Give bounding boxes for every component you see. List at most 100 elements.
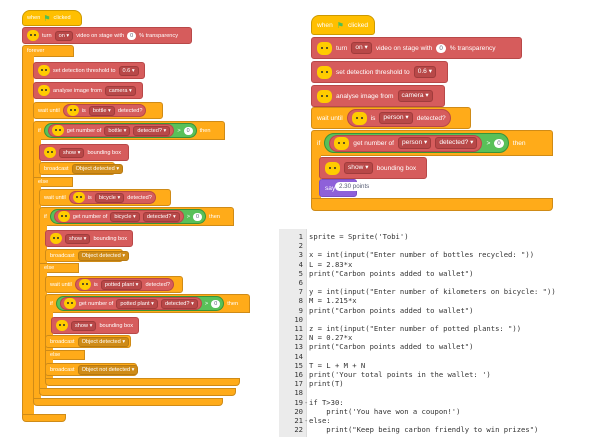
say-text-input[interactable]: 2.30 points	[335, 182, 374, 191]
threshold-dropdown[interactable]: 0.6	[118, 65, 139, 76]
code-line[interactable]: 14	[279, 352, 600, 361]
line-number: 14	[294, 351, 303, 361]
show-bounding-box-block[interactable]: show bounding box	[51, 317, 139, 334]
wait-until-block[interactable]: wait until is potted plant detected?	[45, 276, 183, 293]
video-state-dropdown[interactable]: on	[351, 42, 372, 54]
object-dropdown[interactable]: bottle	[104, 125, 131, 136]
is-detected-reporter[interactable]: is person detected?	[346, 109, 451, 127]
forever-block[interactable]: forever	[22, 45, 74, 57]
compare-value-input[interactable]: 0	[211, 299, 221, 308]
message-dropdown[interactable]: Object detected	[77, 336, 130, 347]
image-source-dropdown[interactable]: camera	[397, 90, 433, 102]
broadcast-label: broadcast	[50, 366, 75, 373]
object-dropdown[interactable]: person	[397, 137, 432, 149]
greater-than-operator[interactable]: get number of potted plant detected? > 0	[55, 296, 225, 311]
broadcast-block[interactable]: broadcast Object detected	[39, 162, 124, 175]
broadcast-block[interactable]: broadcast Object detected	[45, 249, 130, 262]
when-flag-clicked-hat[interactable]: when ⚑ clicked	[311, 15, 375, 35]
if-else-block[interactable]: if get number of potted plant detected? …	[45, 294, 250, 313]
image-source-dropdown[interactable]: camera	[104, 85, 136, 96]
code-line[interactable]: 10	[279, 315, 600, 324]
broadcast-block[interactable]: broadcast Object detected	[45, 335, 131, 348]
get-number-reporter[interactable]: get number of person detected?	[329, 134, 483, 152]
if-block[interactable]: if get number of person detected? > 0 th…	[311, 130, 553, 156]
get-number-reporter[interactable]: get number of bottle detected?	[47, 124, 175, 137]
compare-value-input[interactable]: 0	[494, 138, 504, 148]
show-hide-dropdown[interactable]: show	[65, 233, 91, 244]
wait-until-block[interactable]: wait until is person detected?	[311, 107, 471, 129]
when-flag-clicked-hat[interactable]: when ⚑ clicked	[22, 10, 82, 26]
threshold-dropdown[interactable]: 0.6	[413, 66, 437, 78]
wait-until-block[interactable]: wait until is bicycle detected?	[39, 189, 171, 206]
message-dropdown[interactable]: Object detected	[71, 163, 124, 174]
message-dropdown[interactable]: Object detected	[77, 250, 130, 261]
code-line[interactable]: 22 print("Keep being carbon friendly to …	[279, 425, 600, 434]
show-hide-dropdown[interactable]: show	[71, 320, 97, 331]
object-dropdown[interactable]: person	[379, 112, 413, 124]
video-state-dropdown[interactable]: on	[54, 30, 74, 41]
is-detected-reporter[interactable]: is bottle detected?	[62, 104, 147, 117]
is-detected-reporter[interactable]: is potted plant detected?	[74, 278, 175, 291]
show-bounding-box-block[interactable]: show bounding box	[45, 230, 133, 247]
object-dropdown[interactable]: bottle	[88, 105, 115, 116]
code-line[interactable]: 2	[279, 241, 600, 250]
fold-toggle-icon[interactable]: -	[304, 397, 309, 407]
set-threshold-block[interactable]: set detection threshold to 0.6	[311, 61, 448, 83]
set-threshold-block[interactable]: set detection threshold to 0.6	[33, 62, 145, 79]
if-else-block[interactable]: if get number of bicycle detected? > 0 t…	[39, 207, 234, 226]
code-line[interactable]: 19-if T>30:	[279, 398, 600, 407]
wait-until-block[interactable]: wait until is bottle detected?	[33, 102, 163, 119]
else-label: else	[50, 352, 61, 358]
state-dropdown[interactable]: detected?	[133, 125, 171, 136]
code-line[interactable]: 18	[279, 388, 600, 397]
code-line[interactable]: 20 print('You have won a coupon!')	[279, 407, 600, 416]
broadcast-block[interactable]: broadcast Object not detected	[45, 363, 139, 376]
code-line[interactable]: 21-else:	[279, 416, 600, 425]
code-line[interactable]: 6	[279, 278, 600, 287]
fold-toggle-icon[interactable]: -	[304, 416, 309, 425]
show-bounding-box-block[interactable]: show bounding box	[39, 144, 129, 161]
show-bounding-box-block[interactable]: show bounding box	[319, 157, 427, 179]
greater-than-operator[interactable]: get number of bottle detected? > 0	[43, 123, 197, 138]
get-number-reporter[interactable]: get number of potted plant detected?	[59, 297, 202, 310]
show-hide-dropdown[interactable]: show	[59, 147, 85, 158]
state-dropdown[interactable]: detected?	[435, 137, 478, 149]
greater-than-operator[interactable]: get number of person detected? > 0	[324, 133, 509, 153]
transparency-input[interactable]: 0	[127, 31, 137, 40]
greater-than-operator[interactable]: get number of bicycle detected? > 0	[49, 209, 207, 224]
show-hide-dropdown[interactable]: show	[344, 162, 373, 174]
state-dropdown[interactable]: detected?	[142, 211, 180, 222]
if-else-block[interactable]: if get number of bottle detected? > 0 th…	[33, 121, 225, 140]
transparency-input[interactable]: 0	[436, 43, 446, 53]
compare-value-input[interactable]: 0	[183, 126, 193, 135]
analyse-image-block[interactable]: analyse image from camera	[33, 82, 143, 99]
get-number-reporter[interactable]: get number of bicycle detected?	[53, 210, 184, 223]
compare-value-input[interactable]: 0	[193, 212, 203, 221]
analyse-image-block[interactable]: analyse image from camera	[311, 85, 445, 107]
turn-video-block[interactable]: turn on video on stage with 0 % transpar…	[22, 27, 192, 44]
state-dropdown[interactable]: detected?	[160, 298, 198, 309]
is-detected-reporter[interactable]: is bicycle detected?	[68, 191, 156, 204]
else-label: else	[44, 265, 55, 271]
object-dropdown[interactable]: potted plant	[116, 298, 158, 309]
message-dropdown[interactable]: Object not detected	[77, 364, 139, 375]
object-dropdown[interactable]: bicycle	[110, 211, 140, 222]
object-dropdown[interactable]: potted plant	[100, 279, 143, 290]
turn-video-block[interactable]: turn on video on stage with 0 % transpar…	[311, 37, 522, 59]
object-dropdown[interactable]: bicycle	[94, 192, 125, 203]
